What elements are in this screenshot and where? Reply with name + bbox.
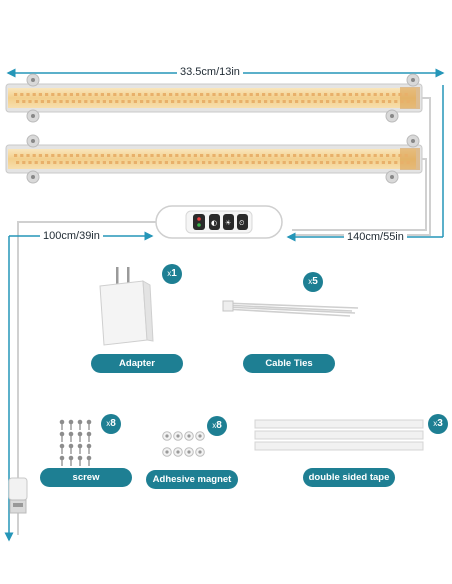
cable-ties-label: Cable Ties: [243, 354, 335, 376]
remote-controller[interactable]: ◐ ☀ ⏲: [155, 205, 283, 239]
power-adapter-icon: [99, 267, 154, 346]
cable-ties-quantity-badge: x5: [303, 272, 323, 292]
adapter-label: Adapter: [91, 354, 183, 376]
double-sided-tape-label: double sided tape: [303, 468, 395, 490]
adapter-quantity-badge: x1: [162, 264, 182, 284]
tape-quantity-badge: x3: [428, 414, 448, 434]
tape-strips-icon: [254, 419, 424, 451]
svg-text:◐: ◐: [211, 219, 217, 227]
adhesive-magnet-label: Adhesive magnet: [146, 470, 238, 492]
screw-label: screw: [40, 468, 132, 490]
svg-text:⏲: ⏲: [239, 219, 245, 227]
magnet-quantity-badge: x8: [207, 416, 227, 436]
led-bar-top: [5, 73, 423, 123]
screws-icon: [59, 419, 92, 466]
usb-plug-icon: [8, 477, 28, 514]
magnets-icon: [162, 431, 205, 457]
led-bar-bottom: [5, 134, 423, 184]
controller-cable-length-label: 100cm/39in: [40, 230, 103, 243]
screw-quantity-badge: x8: [101, 414, 121, 434]
svg-text:☀: ☀: [225, 219, 231, 227]
bar-length-label: 33.5cm/13in: [177, 66, 243, 79]
cable-ties-icon: [222, 300, 359, 317]
connect-cable-length-label: 140cm/55in: [344, 231, 407, 244]
